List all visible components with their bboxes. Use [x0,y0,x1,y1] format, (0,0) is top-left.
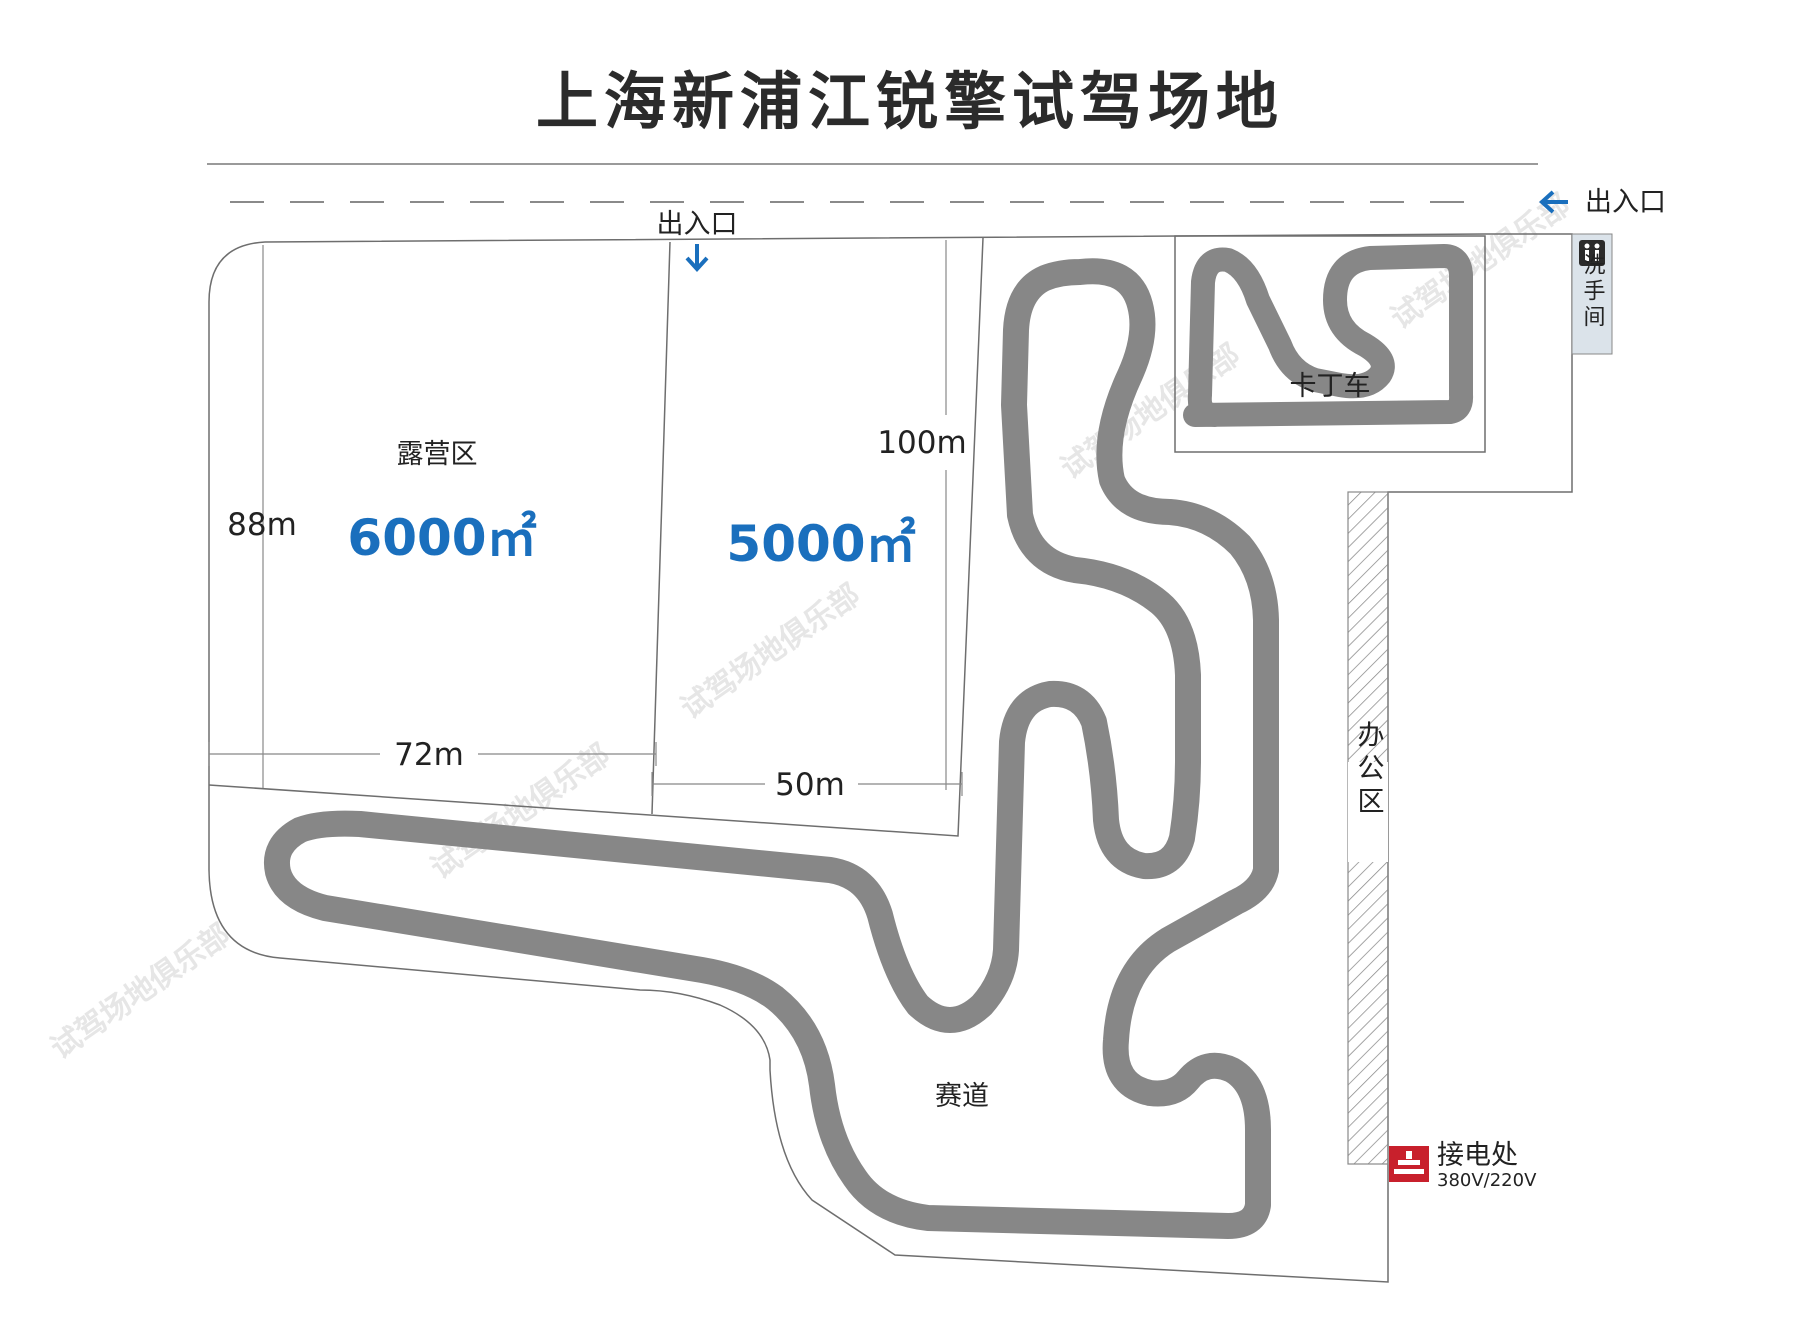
dimension-lines [208,240,963,796]
restroom-label: 洗手间 [1580,253,1606,331]
race-track-line [264,258,1279,1239]
camping-zone-label: 露营区 [397,439,478,470]
watermark-1: 试驾场地俱乐部 [675,577,867,726]
field-area: 5000㎡ [726,515,915,573]
office-label: 办公区 [1353,720,1384,819]
kart-track-line [1183,244,1474,427]
restroom-icon [1579,240,1605,266]
dim-camping-height: 88m [227,507,297,543]
dim-camping-width: 72m [394,737,464,773]
field-boundary [208,237,984,837]
power-spec: 380V/220V [1437,1170,1537,1191]
office-label-bg [1348,762,1388,862]
power-label: 接电处 [1437,1140,1518,1171]
arrow-left-icon [1539,190,1568,214]
entrance-right-label: 出入口 [1585,187,1666,218]
track-label: 赛道 [935,1081,989,1112]
kart-zone-boundary [1174,235,1486,453]
arrow-down-icon [685,244,709,272]
kart-zone-label: 卡丁车 [1290,371,1371,402]
site-boundary [208,233,1573,1283]
page-title: 上海新浦江锐擎试驾场地 [536,65,1284,138]
dim-field-height: 100m [877,425,966,461]
zone-divider [651,241,671,815]
restroom-block: 洗手间 [1571,233,1613,355]
camping-area: 6000㎡ [347,509,536,567]
power-outlet-icon [1389,1146,1429,1182]
dim-field-width: 50m [775,767,845,803]
entrance-top-label: 出入口 [657,209,738,240]
watermark-2: 试驾场地俱乐部 [45,917,237,1066]
